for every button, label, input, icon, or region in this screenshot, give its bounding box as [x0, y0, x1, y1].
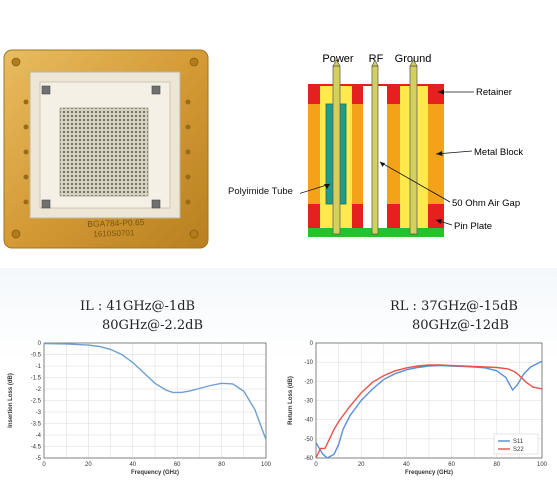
- insertion-loss-chart: 0 20 40 60 80 100 0 -0.5 -1 -1.5 -2 -2.5 -3 -3.5 -4 -4.…: [8, 341, 272, 476]
- y-tick-label: -10: [304, 360, 313, 366]
- y-tick-label: -50: [304, 437, 313, 443]
- socket-photo: BGA784-P0.65 1610S0701: [3, 49, 209, 249]
- legend-label: S22: [513, 447, 524, 453]
- header-rf: RF: [369, 53, 384, 65]
- callout-air-gap: 50 Ohm Air Gap: [452, 198, 520, 209]
- y-tick-label: -1.5: [31, 376, 42, 382]
- x-tick-label: 60: [174, 462, 181, 468]
- y-tick-label: -5: [36, 456, 42, 462]
- y-tick-label: -60: [304, 456, 313, 462]
- x-tick-label: 0: [314, 462, 318, 468]
- y-tick-label: -3.5: [31, 422, 42, 428]
- x-tick-label: 100: [261, 462, 272, 468]
- socket-part-label: BGA784-P0.65: [87, 217, 145, 229]
- return-loss-chart: 0 20 40 60 80 100 0 -10 -20 -30 -40 -50 -60Frequency…: [288, 341, 548, 476]
- callout-pin-plate: Pin Plate: [454, 221, 492, 232]
- x-tick-label: 40: [129, 462, 136, 468]
- plot-frame: [315, 342, 543, 459]
- callout-retainer: Retainer: [476, 87, 512, 98]
- y-tick-label: -0.5: [31, 353, 42, 359]
- y-axis-label: Insertion Loss (dB): [8, 373, 14, 428]
- rl-metric-line1: RL : 37GHz@-15dB: [390, 299, 518, 314]
- y-tick-label: -40: [304, 418, 313, 424]
- x-axis-label: Frequency (GHz): [131, 470, 179, 476]
- il-metric-line2: 80GHz@-2.2dB: [102, 318, 204, 333]
- x-tick-label: 100: [537, 462, 548, 468]
- power-pin: [332, 59, 341, 235]
- callout-polyimide-tube: Polyimide Tube: [228, 186, 293, 197]
- header-ground: Ground: [395, 53, 432, 65]
- header-power: Power: [322, 53, 354, 65]
- y-tick-label: -2: [36, 387, 42, 393]
- callout-metal-block: Metal Block: [474, 147, 523, 158]
- rl-metric-line2: 80GHz@-12dB: [412, 318, 509, 333]
- y-tick-label: -30: [304, 399, 313, 405]
- y-tick-label: -1: [36, 364, 42, 370]
- y-tick-label: -3: [36, 410, 42, 416]
- y-tick-label: -4.5: [31, 445, 42, 451]
- x-tick-label: 80: [218, 462, 225, 468]
- x-tick-label: 20: [358, 462, 365, 468]
- il-metric-line1: IL : 41GHz@-1dB: [80, 299, 196, 314]
- y-tick-label: -4: [36, 433, 42, 439]
- bottom-panel: IL : 41GHz@-1dB 80GHz@-2.2dB RL : 37GHz@…: [0, 268, 557, 499]
- y-tick-label: 0: [38, 341, 42, 347]
- x-tick-label: 60: [448, 462, 455, 468]
- y-tick-label: -20: [304, 379, 313, 385]
- x-tick-label: 0: [42, 462, 46, 468]
- legend-label: S11: [513, 439, 524, 445]
- y-tick-label: -2.5: [31, 399, 42, 405]
- top-panel: BGA784-P0.65 1610S0701 Power RF Ground: [3, 49, 524, 249]
- rf-pin: [371, 59, 379, 235]
- plot-frame: [43, 342, 267, 459]
- cross-section-diagram: Power RF Ground: [300, 53, 523, 237]
- series-line-series0: [44, 343, 266, 440]
- y-axis-label: Return Loss (dB): [288, 376, 294, 425]
- ground-pin: [409, 59, 418, 235]
- series-line-s22: [316, 364, 542, 458]
- y-tick-label: 0: [310, 341, 314, 347]
- socket-serial-label: 1610S0701: [93, 228, 135, 238]
- x-axis-label: Frequency (GHz): [405, 470, 453, 476]
- x-tick-label: 80: [493, 462, 500, 468]
- series-line-s11: [316, 360, 542, 458]
- x-tick-label: 40: [403, 462, 410, 468]
- x-tick-label: 20: [85, 462, 92, 468]
